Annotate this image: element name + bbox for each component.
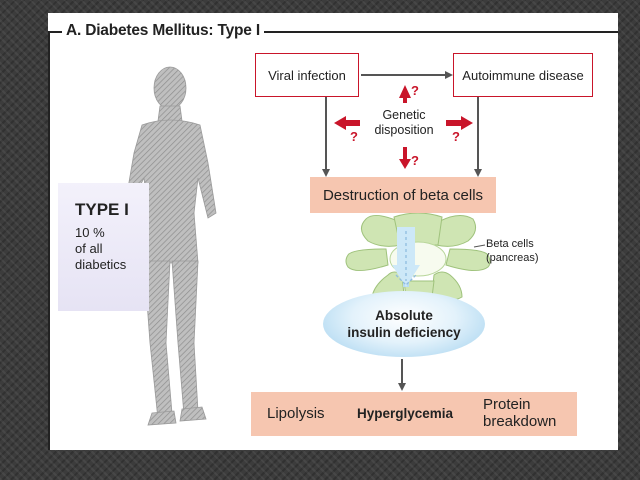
viral-infection-box: Viral infection	[255, 53, 359, 97]
genetic-label-line2: disposition	[374, 123, 434, 137]
frame-top-line	[48, 31, 618, 33]
beta-cells-cluster	[345, 212, 491, 301]
question-mark-right: ?	[452, 129, 460, 144]
deficiency-label-line2: insulin deficiency	[347, 325, 461, 340]
lipolysis-label: Lipolysis	[267, 405, 325, 422]
diagram-graphics	[127, 66, 568, 426]
insulin-deficiency-ellipse: Absolute insulin deficiency	[323, 291, 485, 357]
metabolic-effects-box: Lipolysis Hyperglycemia Protein breakdow…	[251, 392, 577, 436]
type-info-panel: TYPE I 10 % of all diabetics	[58, 183, 149, 311]
slide: A. Diabetes Mellitus: Type I TYPE I 10 %…	[48, 13, 618, 450]
genetic-label-line1: Genetic	[382, 108, 426, 122]
beta-cells-label-line2: (pancreas)	[486, 252, 539, 264]
autoimmune-disease-label: Autoimmune disease	[462, 67, 584, 83]
beta-cells-label-line1: Beta cells	[486, 238, 534, 250]
hyperglycemia-label: Hyperglycemia	[357, 406, 454, 421]
viral-infection-label: Viral infection	[268, 67, 346, 83]
deficiency-label-line1: Absolute	[375, 308, 433, 323]
frame-left-line	[48, 31, 50, 450]
person-figure	[127, 66, 217, 426]
beta-cells-leader-line	[473, 244, 486, 248]
type-heading: TYPE I	[75, 200, 129, 219]
beta-cells-label: Beta cells (pancreas)	[486, 237, 539, 265]
genetic-disposition: Genetic disposition	[366, 108, 442, 138]
figure-title: A. Diabetes Mellitus: Type I	[62, 22, 264, 40]
autoimmune-disease-box: Autoimmune disease	[453, 53, 593, 97]
destruction-of-beta-cells-box: Destruction of beta cells	[310, 177, 496, 213]
type-percent: 10 %	[75, 225, 105, 240]
question-mark-left: ?	[350, 129, 358, 144]
type-diabetics: diabetics	[75, 257, 127, 272]
destruction-label: Destruction of beta cells	[322, 186, 484, 204]
protein-breakdown-line2: breakdown	[483, 413, 557, 430]
question-mark-bottom: ?	[411, 153, 419, 168]
question-mark-top: ?	[411, 83, 419, 98]
genetic-red-arrows	[334, 85, 473, 169]
type-of-all: of all	[75, 241, 103, 256]
protein-breakdown-line1: Protein	[483, 396, 531, 413]
